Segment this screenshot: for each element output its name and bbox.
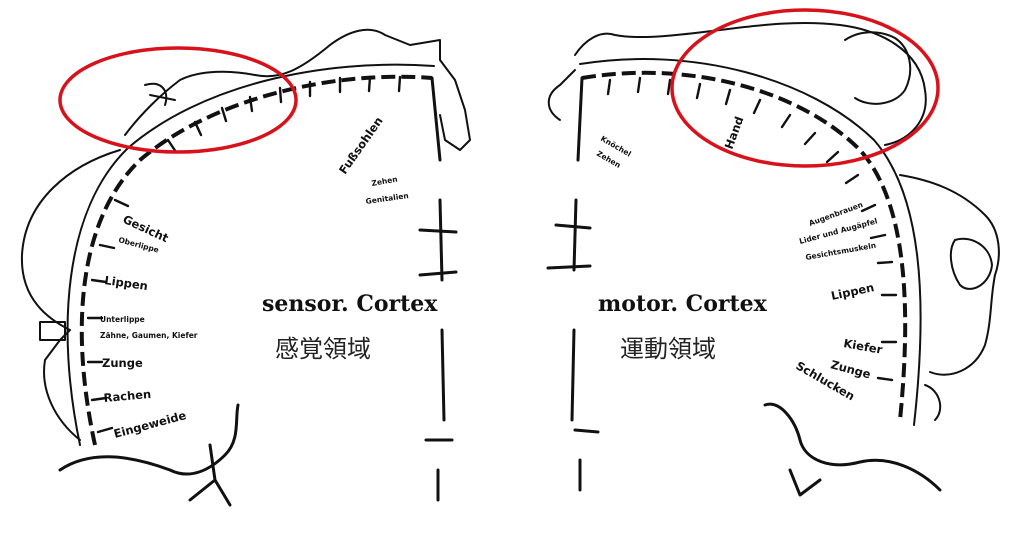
sensory-label-lippen: Lippen bbox=[104, 273, 149, 293]
motor-label-kiefer: Kiefer bbox=[842, 336, 883, 357]
sensory-teeth bbox=[39, 321, 66, 341]
sensory-label-zehen: Zehen bbox=[371, 175, 398, 188]
motor-subtitle-jp: 運動領域 bbox=[620, 335, 716, 363]
sensory-tick bbox=[397, 75, 402, 93]
motor-cortex-arc bbox=[581, 70, 908, 421]
sensory-tick bbox=[113, 198, 130, 208]
motor-label-lippen: Lippen bbox=[830, 280, 876, 303]
sensory-tick bbox=[98, 243, 116, 250]
motor-tick bbox=[606, 78, 612, 96]
sensory-label-zaehne: Zähne, Gaumen, Kiefer bbox=[100, 331, 198, 340]
sensory-label-rachen: Rachen bbox=[103, 387, 152, 405]
sensory-lower-fold bbox=[58, 403, 240, 476]
motor-tick bbox=[860, 203, 877, 213]
sensory-subtitle-jp: 感覚領域 bbox=[275, 335, 371, 363]
motor-title: motor. Cortex bbox=[598, 291, 768, 317]
sensory-tick bbox=[166, 138, 178, 154]
motor-midline bbox=[570, 76, 584, 492]
motor-thumb-outline bbox=[844, 31, 912, 105]
motor-tick bbox=[724, 88, 732, 106]
sensory-label-fusssohlen: Fußsohlen bbox=[336, 114, 386, 177]
sensory-title: sensor. Cortex bbox=[262, 291, 438, 317]
sensory-tick bbox=[248, 95, 254, 113]
motor-tick bbox=[636, 76, 642, 94]
sensory-hemisphere: Fußsohlen Zehen Genitalien Gesicht Oberl… bbox=[20, 28, 471, 507]
motor-tick bbox=[844, 173, 860, 185]
sensory-hand-outline bbox=[144, 82, 176, 106]
motor-tick bbox=[825, 150, 840, 164]
sensory-tick-group bbox=[86, 75, 402, 434]
motor-tick bbox=[876, 376, 894, 382]
sensory-tick bbox=[193, 120, 203, 137]
motor-tick bbox=[876, 260, 894, 265]
sensory-tick bbox=[90, 396, 108, 402]
sensory-hand-highlight bbox=[58, 46, 298, 154]
motor-tick bbox=[780, 113, 792, 129]
sensory-label-genitalien: Genitalien bbox=[365, 191, 409, 206]
motor-face-outline bbox=[899, 174, 1000, 376]
sensory-tick bbox=[367, 75, 372, 93]
sensory-label-zunge: Zunge bbox=[102, 356, 143, 370]
motor-label-gesichtsmuskeln: Gesichtsmuskeln bbox=[805, 241, 877, 262]
motor-tick bbox=[869, 233, 887, 240]
sensory-label-unterlippe: Unterlippe bbox=[100, 315, 145, 324]
motor-arm-outline bbox=[574, 21, 927, 146]
motor-hand-highlight bbox=[670, 8, 940, 168]
motor-tick bbox=[803, 131, 817, 146]
motor-tick bbox=[752, 98, 762, 115]
motor-tick bbox=[695, 82, 702, 100]
motor-tick-group bbox=[606, 76, 898, 382]
motor-label-hand: Hand bbox=[722, 114, 747, 151]
sensory-tick bbox=[96, 426, 114, 434]
sensory-tick bbox=[90, 278, 108, 284]
motor-leg-outline bbox=[547, 69, 576, 121]
sensory-tick bbox=[278, 86, 283, 104]
sensory-cortex-arc bbox=[79, 74, 433, 446]
sensory-midline bbox=[430, 76, 446, 502]
sensory-label-eingeweide: Eingeweide bbox=[112, 408, 188, 441]
motor-tick bbox=[666, 78, 672, 96]
motor-lower-fold bbox=[763, 402, 942, 492]
sensory-face-outline bbox=[20, 149, 121, 441]
motor-hemisphere: Hand Knöchel Zehen Augenbrauen Lider und… bbox=[546, 8, 1000, 497]
motor-mouth-outline bbox=[949, 237, 993, 290]
sensory-tick bbox=[220, 106, 228, 123]
